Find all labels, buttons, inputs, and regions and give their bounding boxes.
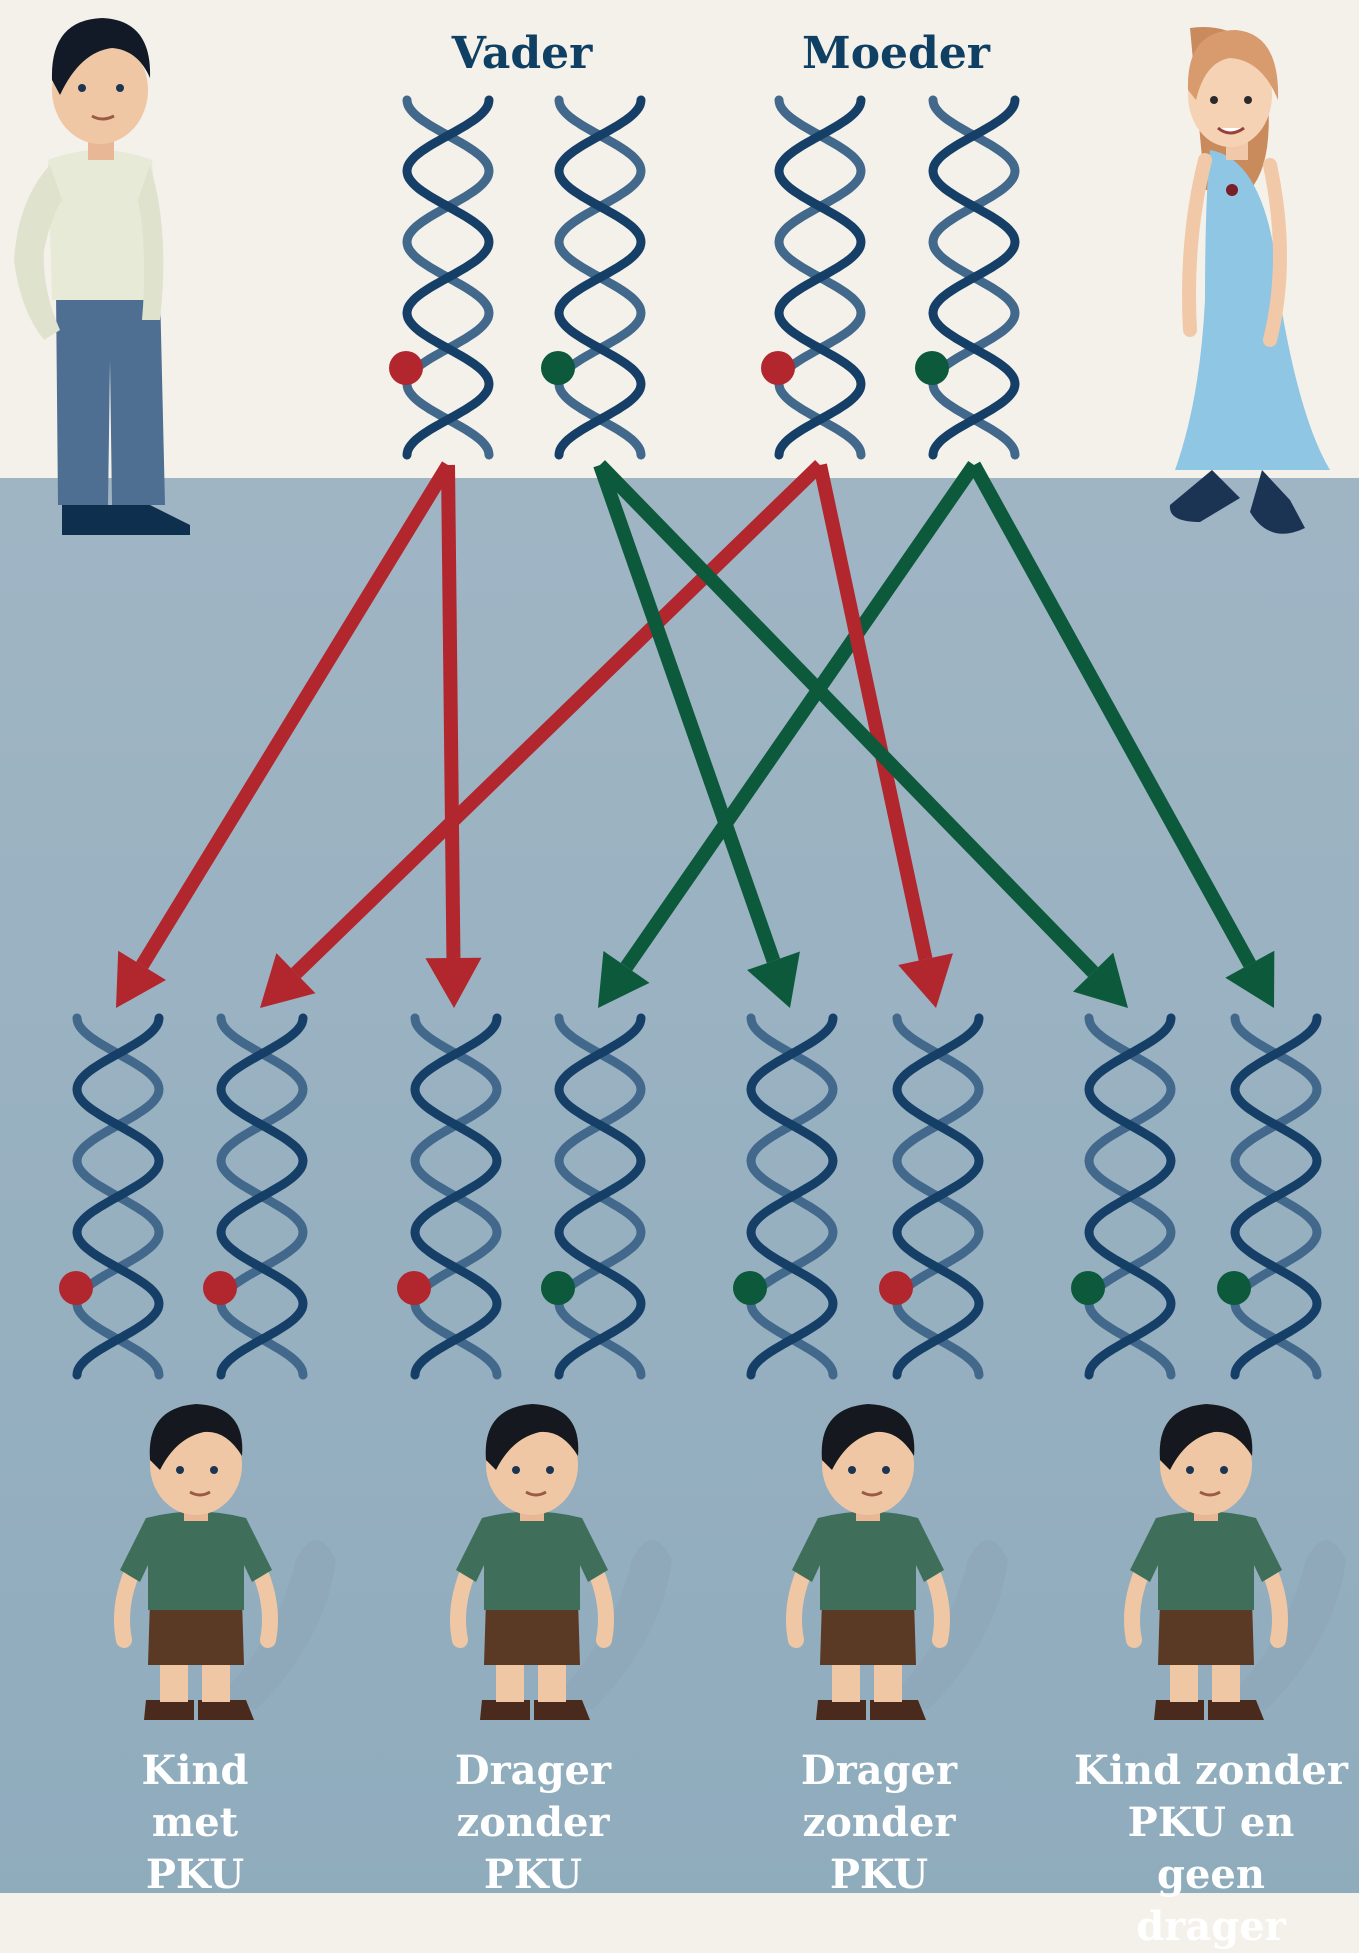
pku-allele-marker (879, 1271, 913, 1305)
top-background (0, 0, 1359, 478)
healthy-allele-marker (541, 1271, 575, 1305)
child-label-3-line-2: zonder (744, 1797, 1014, 1849)
child-label-1: Kind met PKU (60, 1745, 330, 1901)
child-label-4: Kind zonder PKU en geen drager (1068, 1745, 1354, 1953)
child-label-4-line-2: PKU en geen (1068, 1797, 1354, 1901)
healthy-allele-marker (1217, 1271, 1251, 1305)
pku-allele-marker (59, 1271, 93, 1305)
healthy-allele-marker (733, 1271, 767, 1305)
healthy-allele-marker (1071, 1271, 1105, 1305)
pku-allele-marker (761, 351, 795, 385)
child-label-3-line-1: Drager (744, 1745, 1014, 1797)
mother-label: Moeder (766, 28, 1026, 79)
healthy-allele-marker (541, 351, 575, 385)
pku-allele-marker (389, 351, 423, 385)
healthy-allele-marker (915, 351, 949, 385)
child-label-2-line-2: zonder (398, 1797, 668, 1849)
child-label-2-line-1: Drager (398, 1745, 668, 1797)
child-label-1-line-3: PKU (60, 1849, 330, 1901)
child-label-3: Drager zonder PKU (744, 1745, 1014, 1901)
child-label-1-line-1: Kind (60, 1745, 330, 1797)
father-label: Vader (392, 28, 652, 79)
inheritance-diagram (0, 0, 1359, 1893)
pku-allele-marker (397, 1271, 431, 1305)
child-label-4-line-1: Kind zonder (1068, 1745, 1354, 1797)
child-label-1-line-2: met (60, 1797, 330, 1849)
child-label-4-line-3: drager (1068, 1901, 1354, 1953)
pku-allele-marker (203, 1271, 237, 1305)
child-label-2: Drager zonder PKU (398, 1745, 668, 1901)
child-label-2-line-3: PKU (398, 1849, 668, 1901)
child-label-3-line-3: PKU (744, 1849, 1014, 1901)
